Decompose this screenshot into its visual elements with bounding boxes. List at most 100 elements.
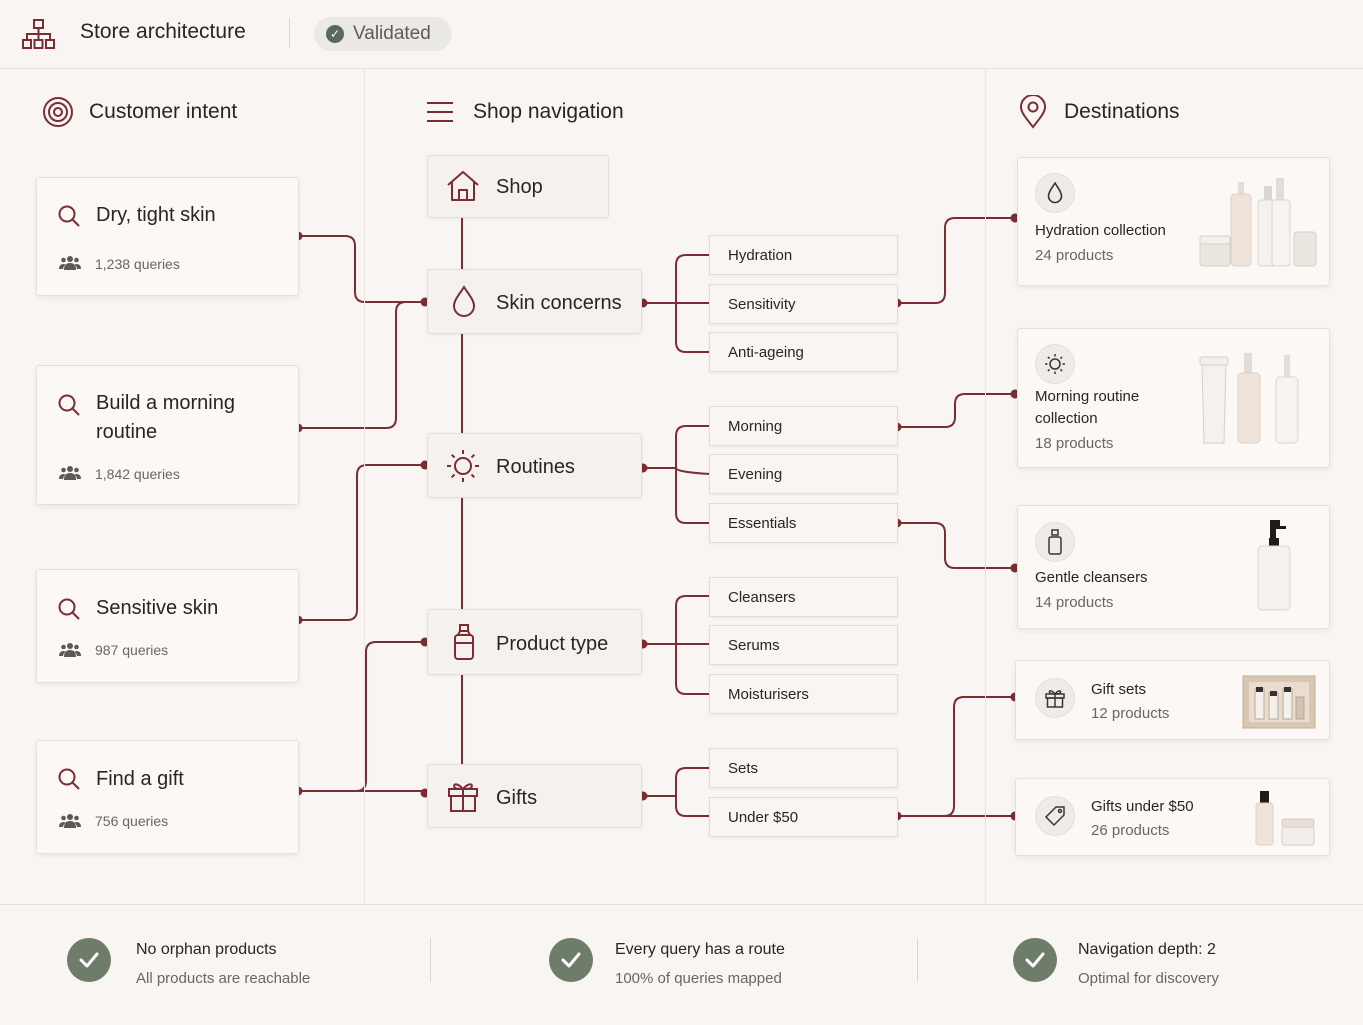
- intent-title: Dry, tight skin: [96, 204, 216, 226]
- target-icon: [43, 97, 73, 127]
- check-circle-icon: [1013, 938, 1057, 982]
- nav-label: Routines: [496, 456, 575, 478]
- sitemap-icon: [22, 19, 55, 49]
- app-header: Store architecture ✓ Validated: [0, 0, 1363, 69]
- subcategory-label: Hydration: [728, 247, 793, 264]
- product-image: [1255, 791, 1315, 846]
- search-icon: [58, 598, 80, 620]
- intent-title: Sensitive skin: [96, 597, 219, 619]
- menu-icon: [427, 102, 453, 122]
- sun-icon: [1035, 344, 1075, 384]
- subcategory-label: Evening: [728, 466, 783, 483]
- column-title-destinations: Destinations: [1064, 100, 1180, 123]
- subcategory-item[interactable]: Moisturisers: [709, 674, 898, 714]
- nav-category-skin-concerns[interactable]: Skin concerns: [427, 269, 642, 334]
- subcategory-label: Essentials: [728, 515, 797, 532]
- gift-icon: [1035, 678, 1075, 718]
- header-divider: [289, 18, 290, 48]
- check-circle-icon: [67, 938, 111, 982]
- footer-divider: [917, 938, 918, 982]
- destination-title: Hydration collection: [1035, 222, 1166, 239]
- subcategory-item[interactable]: Evening: [709, 454, 898, 494]
- subcategory-label: Anti-ageing: [728, 344, 804, 361]
- intent-card[interactable]: Sensitive skin 987 queries: [36, 569, 299, 683]
- subcategory-label: Cleansers: [728, 589, 796, 606]
- nav-category-gifts[interactable]: Gifts: [427, 764, 642, 828]
- intent-card[interactable]: Build a morning routine 1,842 queries: [36, 365, 299, 505]
- destination-card[interactable]: Gentle cleansers 14 products: [1017, 505, 1330, 629]
- nav-root-shop[interactable]: Shop: [427, 155, 609, 218]
- subcategory-label: Morning: [728, 418, 783, 435]
- nav-category-product-type[interactable]: Product type: [427, 609, 642, 675]
- column-title-navigation: Shop navigation: [473, 100, 624, 123]
- subcategory-item[interactable]: Under $50: [709, 797, 898, 837]
- check-title: Navigation depth: 2: [1078, 941, 1216, 958]
- check-subtitle: Optimal for discovery: [1078, 970, 1219, 987]
- sun-icon: [447, 450, 479, 482]
- search-icon: [58, 768, 80, 790]
- nav-category-routines[interactable]: Routines: [427, 433, 642, 498]
- nav-label: Skin concerns: [496, 292, 622, 314]
- destination-count: 18 products: [1035, 435, 1114, 452]
- nav-label: Gifts: [496, 787, 538, 809]
- intent-card[interactable]: Dry, tight skin 1,238 queries: [36, 177, 299, 296]
- badge-label: Validated: [353, 23, 431, 44]
- product-image: [1199, 353, 1299, 444]
- intent-title: Build a morning routine: [96, 392, 235, 443]
- subcategory-label: Under $50: [728, 809, 799, 826]
- drop-icon: [452, 285, 476, 317]
- query-count: 756 queries: [95, 813, 169, 829]
- subcategory-item[interactable]: Sensitivity: [709, 284, 898, 324]
- column-title-intent: Customer intent: [89, 100, 238, 123]
- check-title: Every query has a route: [615, 941, 785, 958]
- users-icon: [59, 466, 81, 480]
- bottle-icon: [454, 624, 474, 660]
- search-icon: [58, 205, 80, 227]
- subcategory-label: Moisturisers: [728, 686, 809, 703]
- validation-footer: [0, 904, 1363, 1025]
- check-icon: ✓: [326, 25, 344, 43]
- column-divider: [985, 68, 986, 904]
- destination-title: Gentle cleansers: [1035, 569, 1148, 586]
- destination-card[interactable]: Gifts under $50 26 products: [1015, 778, 1330, 856]
- users-icon: [59, 643, 81, 657]
- destination-title: Gifts under $50: [1091, 798, 1194, 815]
- destination-count: 12 products: [1091, 705, 1170, 722]
- subcategory-item[interactable]: Serums: [709, 625, 898, 665]
- search-icon: [58, 394, 80, 416]
- subcategory-item[interactable]: Morning: [709, 406, 898, 446]
- gift-icon: [448, 783, 478, 812]
- destination-title: Gift sets: [1091, 681, 1147, 698]
- destination-title: Morning routine collection: [1035, 388, 1140, 427]
- subcategory-label: Sets: [728, 760, 759, 777]
- drop-icon: [1035, 173, 1075, 213]
- destination-count: 14 products: [1035, 594, 1114, 611]
- query-count: 1,842 queries: [95, 466, 180, 482]
- nav-label: Shop: [496, 176, 543, 198]
- destination-card[interactable]: Gift sets 12 products: [1015, 660, 1330, 740]
- subcategory-label: Serums: [728, 637, 780, 654]
- subcategory-item[interactable]: Cleansers: [709, 577, 898, 617]
- app-title: Store architecture: [80, 20, 246, 43]
- users-icon: [59, 814, 81, 828]
- subcategory-item[interactable]: Sets: [709, 748, 898, 788]
- subcategory-item[interactable]: Essentials: [709, 503, 898, 543]
- destination-card[interactable]: Hydration collection 24 products: [1017, 157, 1330, 286]
- subcategory-item[interactable]: Hydration: [709, 235, 898, 275]
- column-divider: [364, 68, 365, 904]
- destination-count: 24 products: [1035, 247, 1114, 264]
- check-circle-icon: [549, 938, 593, 982]
- nav-label: Product type: [496, 633, 609, 655]
- destination-count: 26 products: [1091, 822, 1170, 839]
- query-count: 987 queries: [95, 642, 169, 658]
- home-icon: [447, 171, 479, 201]
- tag-icon: [1035, 796, 1075, 836]
- intent-card[interactable]: Find a gift 756 queries: [36, 740, 299, 854]
- subcategory-item[interactable]: Anti-ageing: [709, 332, 898, 372]
- validated-badge: ✓ Validated: [314, 17, 452, 51]
- destination-card[interactable]: Morning routine collection 18 products: [1017, 328, 1330, 468]
- query-count: 1,238 queries: [95, 256, 180, 272]
- product-image: [1257, 520, 1291, 611]
- check-title: No orphan products: [136, 941, 277, 958]
